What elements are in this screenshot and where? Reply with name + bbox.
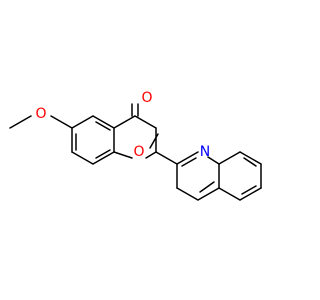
bond-line-10 bbox=[95, 121, 111, 131]
structure-canvas: O O O N bbox=[9, 90, 262, 201]
bond-line-28 bbox=[218, 151, 241, 165]
atom-ring-oxygen: O bbox=[133, 144, 144, 160]
bond-line-26 bbox=[181, 157, 197, 167]
bond-line-34 bbox=[241, 185, 257, 195]
bond-line-24 bbox=[176, 187, 199, 201]
bond-line-16 bbox=[149, 133, 159, 149]
bond-line-11 bbox=[113, 115, 136, 129]
bond-line-23 bbox=[197, 187, 220, 201]
bond-line-32 bbox=[218, 187, 241, 201]
bond-line-12 bbox=[134, 115, 157, 129]
bond-line-1 bbox=[50, 115, 73, 129]
bond-line-7 bbox=[71, 115, 94, 129]
bond-line-15 bbox=[113, 151, 133, 159]
bond-line-31 bbox=[239, 187, 262, 201]
bond-line-29 bbox=[239, 151, 262, 165]
bond-line-33 bbox=[243, 157, 257, 167]
bond-line-21 bbox=[207, 156, 220, 165]
bond-line-6 bbox=[92, 115, 115, 129]
bond-line-20 bbox=[176, 151, 199, 165]
bond-line-19 bbox=[155, 151, 178, 165]
bond-layer bbox=[9, 103, 262, 201]
bond-line-27 bbox=[199, 181, 215, 193]
bond-line-9 bbox=[95, 149, 111, 159]
bond-line-4 bbox=[92, 151, 115, 165]
atom-quinoline-nitrogen: N bbox=[200, 144, 210, 160]
bond-line-3 bbox=[71, 151, 94, 165]
atom-methoxy-oxygen: O bbox=[35, 106, 46, 122]
atom-ketone-oxygen: O bbox=[141, 90, 152, 106]
bond-line-0 bbox=[9, 115, 32, 129]
bond-line-14 bbox=[145, 151, 157, 159]
